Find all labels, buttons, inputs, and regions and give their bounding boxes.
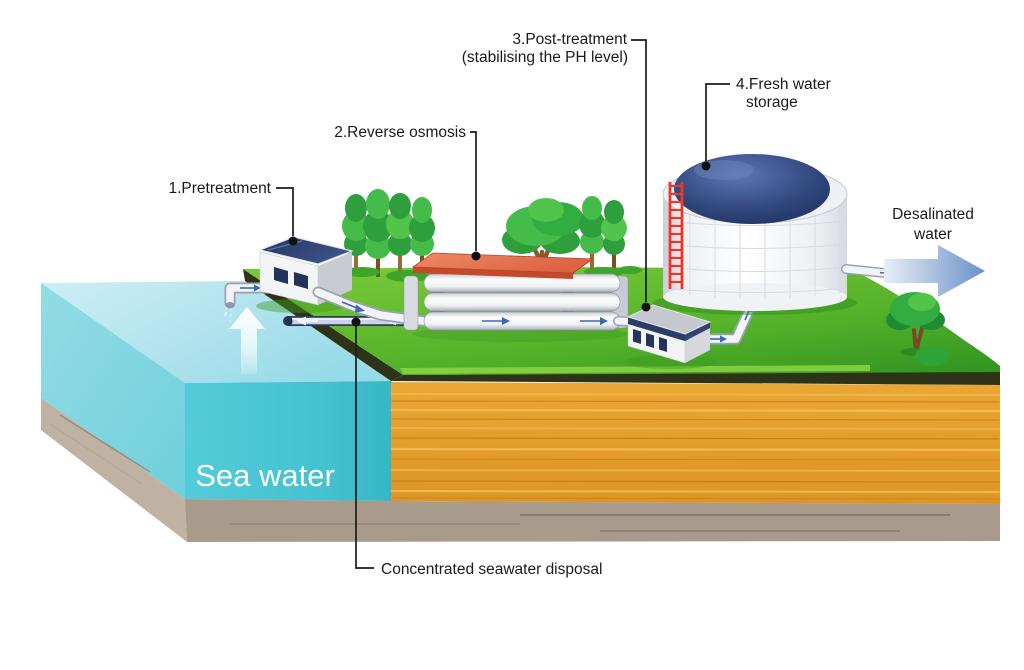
- reverse-osmosis-dot: [471, 251, 481, 261]
- grass-front-strip: [400, 365, 870, 374]
- window: [633, 329, 641, 344]
- pretreatment-label: 1.Pretreatment: [168, 180, 271, 197]
- intake-flow-arrow: [240, 284, 261, 292]
- bedrock-left-face: [41, 398, 187, 542]
- reverse-osmosis-label: 2.Reverse osmosis: [334, 124, 466, 141]
- sea-water-label: Sea water: [195, 458, 335, 493]
- hill-tree: [886, 292, 949, 366]
- sea-water-block: [41, 281, 391, 501]
- tank-bottom: [663, 283, 847, 311]
- ro-left-manifold: [403, 275, 419, 331]
- post-treatment-leader-line: [631, 39, 647, 302]
- bedrock-front-face: [185, 499, 1000, 542]
- soil-front-face: [391, 382, 1000, 504]
- flow-arrow: [341, 301, 365, 313]
- fresh-water-label: 4.Fresh water: [736, 76, 831, 93]
- window: [646, 333, 654, 348]
- soil-layer: [390, 382, 1001, 504]
- front-edge-strip: [391, 371, 1000, 385]
- sea-front-face: [185, 381, 391, 501]
- intake-pipe: [224, 282, 280, 309]
- disposal-dot: [351, 317, 361, 327]
- bedrock-streak: [59, 414, 151, 473]
- disposal-label: Concentrated seawater disposal: [381, 561, 602, 578]
- post-treatment-building: [626, 304, 712, 364]
- intake-stream: [229, 307, 232, 323]
- ro-membrane-vessel: [423, 292, 621, 312]
- ro-roof-fascia: [413, 267, 573, 279]
- disposal-leader-line: [355, 325, 374, 569]
- ro-flow-arrows: [482, 317, 608, 325]
- up-arrow-shape: [229, 307, 265, 374]
- post-treatment-label: 3.Post-treatment: [512, 31, 627, 48]
- bedrock-streak: [49, 423, 143, 485]
- post-treatment-dot: [641, 302, 651, 312]
- tank-dome: [674, 154, 830, 224]
- disposal-outlet: [285, 316, 293, 326]
- window: [274, 267, 288, 284]
- sea-top-face: [41, 281, 391, 383]
- roof-band-side: [685, 322, 710, 341]
- fresh-water-dot: [701, 161, 711, 171]
- pretreatment-dot: [288, 236, 298, 246]
- roof-band-front: [628, 317, 685, 341]
- storage-tank: [653, 154, 857, 315]
- tank-ladder: [668, 182, 684, 289]
- ro-roof: [411, 252, 595, 274]
- side-wall: [685, 328, 710, 363]
- bedrock-layers: [41, 398, 1000, 542]
- post-treatment-sublabel: (stabilising the PH level): [462, 49, 628, 66]
- desalinated-water-label2: water: [913, 226, 952, 243]
- window: [294, 272, 308, 289]
- bush: [915, 346, 949, 366]
- desalinated-water-label: Desalinated: [892, 206, 974, 223]
- fresh-water-leader-line: [705, 83, 730, 161]
- reverse-osmosis-unit: [403, 252, 629, 331]
- reverse-osmosis-leader-line: [470, 131, 477, 251]
- sea-left-face: [41, 283, 185, 499]
- fresh-water-sublabel: storage: [746, 94, 798, 111]
- intake-mouth: [225, 302, 235, 308]
- soil-grain-lines: [390, 393, 1001, 500]
- desalinated-water-arrow: [884, 245, 985, 297]
- window: [659, 337, 667, 352]
- roof-panel: [257, 236, 355, 265]
- pretreatment-leader-line: [276, 187, 294, 236]
- labels: 1.Pretreatment 2.Reverse osmosis 3.Post-…: [168, 31, 973, 578]
